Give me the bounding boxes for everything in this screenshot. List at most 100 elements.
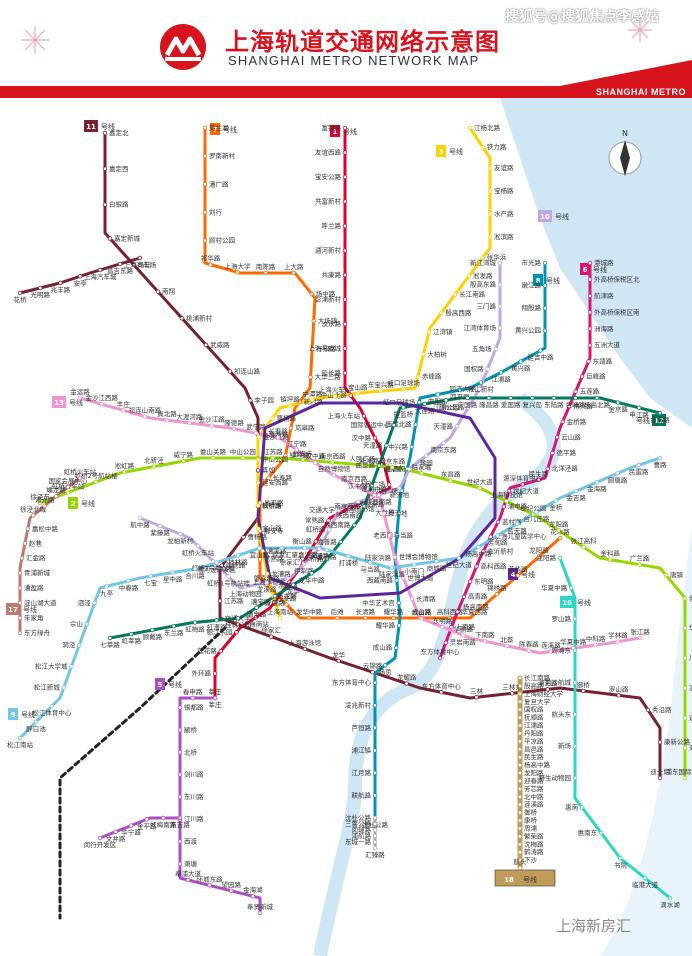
station-dot[interactable] — [241, 534, 246, 540]
station-dot[interactable] — [177, 861, 183, 867]
station-dot[interactable] — [545, 466, 550, 471]
station-dot[interactable] — [227, 369, 233, 374]
station-dot[interactable] — [517, 683, 523, 689]
station-dot[interactable] — [538, 348, 543, 353]
station-dot[interactable] — [93, 479, 99, 485]
station-dot[interactable] — [185, 877, 191, 883]
station-dot[interactable] — [587, 277, 593, 282]
station-dot[interactable] — [572, 680, 578, 685]
station-dot[interactable] — [531, 512, 536, 517]
station-dot[interactable] — [212, 671, 218, 676]
station-dot[interactable] — [412, 562, 417, 567]
station-dot[interactable] — [61, 685, 66, 690]
station-dot[interactable] — [260, 549, 265, 554]
station-dot[interactable] — [457, 387, 463, 393]
station-dot[interactable] — [542, 260, 548, 266]
station-dot[interactable] — [517, 794, 523, 799]
station-dot[interactable] — [667, 895, 673, 901]
station-dot[interactable] — [548, 649, 554, 654]
station-dot[interactable] — [17, 615, 23, 621]
station-dot[interactable] — [415, 374, 421, 379]
station-dot[interactable] — [396, 510, 401, 516]
station-dot[interactable] — [390, 465, 395, 470]
station-dot[interactable] — [439, 310, 444, 316]
station-dot[interactable] — [370, 670, 375, 675]
station-dot[interactable] — [342, 370, 348, 376]
station-dot[interactable] — [309, 291, 314, 297]
station-dot[interactable] — [77, 475, 83, 481]
station-dot[interactable] — [277, 615, 283, 621]
station-dot[interactable] — [257, 910, 263, 916]
station-dot[interactable] — [555, 435, 560, 440]
station-dot[interactable] — [383, 663, 388, 668]
station-dot[interactable] — [536, 554, 542, 559]
station-dot[interactable] — [342, 150, 348, 155]
station-dot[interactable] — [235, 622, 240, 627]
station-dot[interactable] — [334, 615, 340, 621]
station-dot[interactable] — [65, 484, 71, 490]
station-dot[interactable] — [342, 223, 348, 229]
station-dot[interactable] — [482, 638, 488, 644]
station-dot[interactable] — [391, 615, 396, 621]
station-dot[interactable] — [474, 564, 479, 569]
station-dot[interactable] — [177, 705, 183, 710]
station-dot[interactable] — [587, 293, 593, 299]
station-dot[interactable] — [336, 508, 342, 513]
station-dot[interactable] — [306, 615, 312, 621]
station-dot[interactable] — [235, 270, 240, 275]
station-dot[interactable] — [572, 648, 578, 653]
station-dot[interactable] — [517, 731, 523, 736]
station-dot[interactable] — [587, 326, 593, 331]
station-dot[interactable] — [598, 830, 604, 836]
station-dot[interactable] — [480, 144, 485, 150]
station-dot[interactable] — [269, 634, 274, 639]
station-dot[interactable] — [291, 270, 296, 276]
station-dot[interactable] — [177, 839, 183, 844]
station-dot[interactable] — [148, 574, 153, 579]
station-dot[interactable] — [682, 775, 688, 781]
station-dot[interactable] — [477, 485, 482, 491]
station-dot[interactable] — [372, 770, 378, 776]
station-dot[interactable] — [461, 633, 466, 638]
station-dot[interactable] — [346, 553, 351, 559]
station-dot[interactable] — [58, 280, 63, 286]
station-dot[interactable] — [347, 506, 352, 511]
station-dot[interactable] — [286, 580, 292, 585]
station-dot[interactable] — [487, 211, 493, 217]
station-dot[interactable] — [467, 579, 473, 584]
station-dot[interactable] — [378, 388, 383, 394]
station-dot[interactable] — [361, 413, 367, 419]
station-dot[interactable] — [553, 498, 558, 503]
station-dot[interactable] — [202, 210, 208, 215]
station-dot[interactable] — [473, 610, 479, 615]
station-dot[interactable] — [494, 591, 500, 597]
station-dot[interactable] — [376, 463, 382, 468]
station-dot[interactable] — [424, 453, 429, 459]
station-dot[interactable] — [504, 643, 510, 649]
station-dot[interactable] — [214, 618, 219, 623]
station-dot[interactable] — [579, 374, 585, 379]
station-dot[interactable] — [177, 772, 183, 777]
station-dot[interactable] — [129, 631, 134, 637]
station-dot[interactable] — [615, 639, 621, 644]
station-dot[interactable] — [657, 775, 663, 781]
station-dot[interactable] — [17, 600, 23, 606]
station-dot[interactable] — [517, 747, 523, 752]
station-dot[interactable] — [92, 600, 97, 605]
station-dot[interactable] — [386, 482, 392, 487]
station-dot[interactable] — [316, 546, 322, 552]
station-dot[interactable] — [440, 624, 445, 630]
station-dot[interactable] — [38, 285, 43, 291]
station-dot[interactable] — [579, 805, 585, 810]
station-dot[interactable] — [372, 821, 378, 827]
station-dot[interactable] — [264, 571, 270, 576]
station-dot[interactable] — [263, 270, 268, 276]
station-dot[interactable] — [372, 827, 378, 833]
station-dot[interactable] — [369, 495, 374, 500]
